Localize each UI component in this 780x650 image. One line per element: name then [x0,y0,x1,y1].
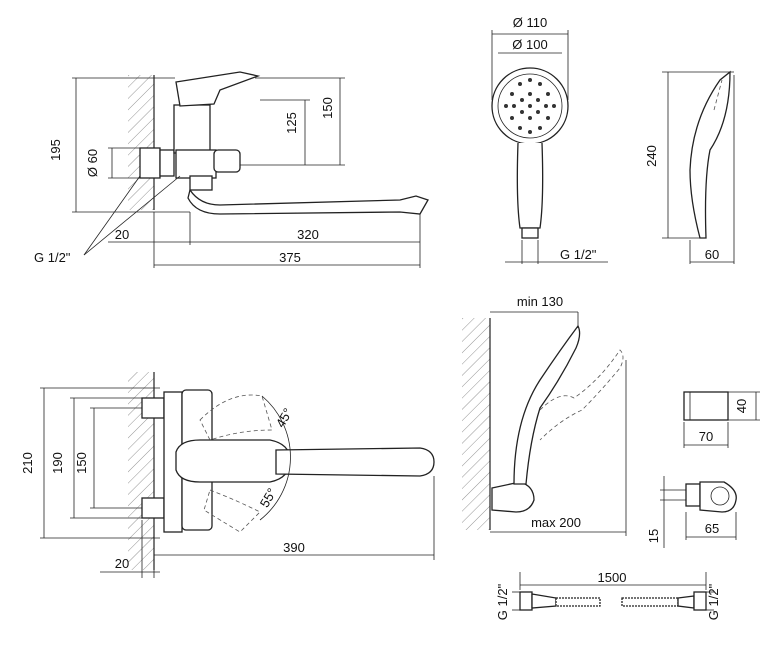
shower-head-front-view: Ø 110 Ø 100 G 1/2" [491,15,608,264]
shower-holder-view: min 130 max 200 [462,294,627,536]
dim-150-front: 150 [74,452,89,474]
dim-125: 125 [284,112,299,134]
dim-240: 240 [644,145,659,167]
dim-20-top: 20 [115,227,129,242]
bracket-details: 40 70 15 65 [646,391,760,548]
mixer-side-view: 195 Ø 60 125 150 20 320 375 G 1/2" [34,71,429,268]
dim-40: 40 [734,399,749,413]
dim-320: 320 [297,227,319,242]
dim-70: 70 [699,429,713,444]
wall-hatch-top [128,75,154,210]
thread-label-top: G 1/2" [34,250,71,265]
dim-150: 150 [320,97,335,119]
dim-390: 390 [283,540,305,555]
dim-d100: Ø 100 [512,37,547,52]
mixer-front-view: 210 190 150 20 390 45° 55° [20,372,435,578]
thread-label-hose-left: G 1/2" [495,583,510,620]
wall-hatch-holder [462,318,490,530]
dim-d110: Ø 110 [513,15,547,30]
angle-45: 45° [273,405,296,430]
dim-210: 210 [20,452,35,474]
dim-20-front: 20 [115,556,129,571]
angle-55: 55° [257,485,280,510]
shower-head-side-view: 240 60 [644,70,735,264]
dim-d60: Ø 60 [85,149,100,177]
dim-min130: min 130 [517,294,563,309]
dim-375: 375 [279,250,301,265]
thread-label-head: G 1/2" [560,247,597,262]
dim-195: 195 [48,139,63,161]
dim-max200: max 200 [531,515,581,530]
hose-view: 1500 G 1/2" G 1/2" [495,570,721,620]
dim-1500: 1500 [598,570,627,585]
dim-65: 65 [705,521,719,536]
dim-190: 190 [50,452,65,474]
dim-15: 15 [646,529,661,543]
dim-60-side: 60 [705,247,719,262]
thread-label-hose-right: G 1/2" [706,583,721,620]
